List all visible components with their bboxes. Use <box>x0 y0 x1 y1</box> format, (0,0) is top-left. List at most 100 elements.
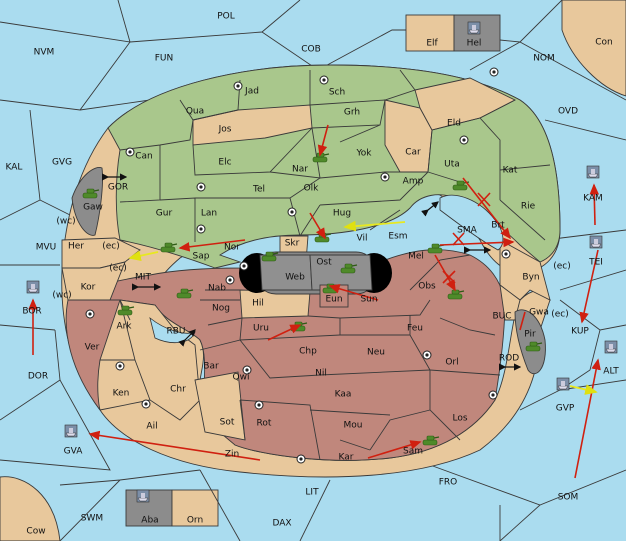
label-gaw: Gaw <box>83 203 103 213</box>
label-orn: Orn <box>187 516 203 526</box>
province-orn[interactable] <box>171 489 219 527</box>
label-yok: Yok <box>355 149 372 159</box>
label-rot: Rot <box>257 419 272 429</box>
label-bar: Bar <box>203 362 219 372</box>
label-hil: Hil <box>252 299 264 309</box>
label-qwi: Qwi <box>233 373 250 383</box>
label-neu: Neu <box>367 348 385 358</box>
label-ark: Ark <box>116 322 132 332</box>
province-labels: POL NVM FUN COB Elf Hel NOM Con OVD KAL … <box>6 12 620 537</box>
label-chp: Chp <box>299 347 317 357</box>
label-her: Her <box>68 242 84 252</box>
label-jad: Jad <box>244 87 259 97</box>
label-zin: Zin <box>225 450 239 460</box>
label-vil: Vil <box>357 234 368 244</box>
label-mou: Mou <box>344 421 363 431</box>
label-pir: Pir <box>524 330 536 340</box>
label-kaa: Kaa <box>335 390 352 400</box>
label-fro: FRO <box>439 478 458 488</box>
label-mel: Mel <box>408 252 424 262</box>
label-byn: Byn <box>522 273 539 283</box>
label-wc2: (wc) <box>52 291 71 301</box>
order-arrows <box>28 124 601 479</box>
label-web: Web <box>285 273 305 283</box>
label-rbu: RBU <box>166 327 185 337</box>
label-sam: Sam <box>403 447 423 457</box>
label-ost: Ost <box>316 258 332 268</box>
label-gva: GVA <box>64 447 84 457</box>
label-mit: MIT <box>135 273 151 283</box>
label-skr: Skr <box>285 239 300 249</box>
label-dax: DAX <box>272 519 291 529</box>
label-kar: Kar <box>339 453 354 463</box>
label-gvp: GVP <box>556 404 575 414</box>
label-sch: Sch <box>329 88 345 98</box>
label-con: Con <box>595 38 613 48</box>
label-bor: BOR <box>22 307 41 317</box>
label-swm: SWM <box>81 514 103 524</box>
convoy-links <box>102 173 522 371</box>
label-tel: Tel <box>252 185 265 195</box>
label-kam: KAM <box>583 194 603 204</box>
support-arrows <box>128 220 598 395</box>
label-los: Los <box>452 414 467 424</box>
green-borders <box>119 69 551 242</box>
label-nom: NOM <box>533 54 555 64</box>
label-cob: COB <box>301 45 321 55</box>
label-can: Can <box>135 152 153 162</box>
label-kal: KAL <box>6 163 23 173</box>
label-gvg: GVG <box>52 158 72 168</box>
label-chr: Chr <box>170 385 186 395</box>
label-olk: Olk <box>304 184 320 194</box>
label-elc: Elc <box>218 158 231 168</box>
label-som: SOM <box>558 493 579 503</box>
province-kor[interactable] <box>61 261 126 301</box>
label-obs: Obs <box>418 282 436 292</box>
label-dor: DOR <box>28 372 48 382</box>
label-sot: Sot <box>220 418 235 428</box>
label-rie: Rie <box>521 202 536 212</box>
label-gwa: Gwa <box>529 308 549 318</box>
label-mvu: MVU <box>36 243 57 253</box>
label-nvm: NVM <box>34 48 55 58</box>
label-ec1: (ec) <box>102 242 120 252</box>
label-kor: Kor <box>81 283 96 293</box>
label-sma: SMA <box>457 226 477 236</box>
label-ver: Ver <box>85 343 100 353</box>
label-nog: Nog <box>212 304 230 314</box>
label-wc1: (wc) <box>56 217 75 227</box>
label-eun: Eun <box>325 295 342 305</box>
label-brt: Brt <box>491 221 505 231</box>
label-ail: Ail <box>146 422 157 432</box>
label-tei: TEI <box>588 258 603 268</box>
label-fun: FUN <box>155 54 174 64</box>
label-kup: KUP <box>571 327 589 337</box>
label-gur: Gur <box>156 209 173 219</box>
label-amp: Amp <box>403 177 424 187</box>
province-gaw[interactable] <box>71 167 103 236</box>
province-pir[interactable] <box>514 309 546 375</box>
label-rod: ROD <box>499 354 519 364</box>
label-cow: Cow <box>26 527 45 537</box>
label-uru: Uru <box>253 324 269 334</box>
label-car: Car <box>405 148 421 158</box>
label-nor: Nor <box>224 243 240 253</box>
failed-markers <box>442 192 491 284</box>
channel-sma <box>439 194 504 251</box>
label-ec3: (ec) <box>109 264 127 274</box>
label-ovd: OVD <box>558 107 578 117</box>
label-uta: Uta <box>444 160 460 170</box>
label-gor: GOR <box>108 183 128 193</box>
label-aba: Aba <box>141 516 158 526</box>
label-lit: LIT <box>305 488 319 498</box>
label-nar: Nar <box>292 165 308 175</box>
label-elf: Elf <box>426 39 438 49</box>
label-alt: ALT <box>603 367 619 377</box>
label-lan: Lan <box>201 209 217 219</box>
label-kat: Kat <box>503 166 518 176</box>
province-ost[interactable] <box>309 254 373 291</box>
label-jos: Jos <box>218 125 232 135</box>
